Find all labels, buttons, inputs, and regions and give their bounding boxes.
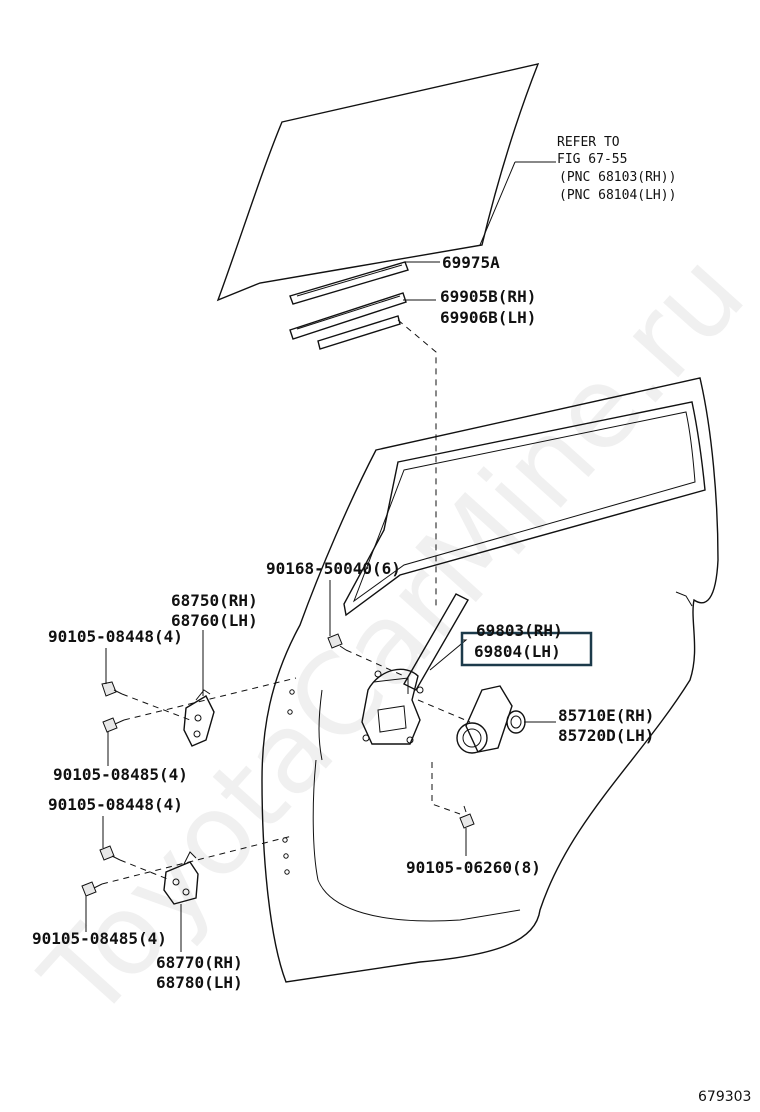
label-68780: 68780(LH) [156, 973, 243, 992]
window-regulator [361, 593, 469, 745]
label-bolt-upper-a: 90105-08448(4) [48, 627, 183, 646]
leader-lines [85, 161, 556, 952]
belt-weatherstrip [289, 292, 407, 350]
label-refer-2: FIG 67-55 [557, 152, 627, 167]
label-69975a: 69975A [442, 253, 500, 272]
label-90168: 90168-50040(6) [266, 559, 401, 578]
rear-door-panel [261, 377, 719, 983]
door-glass [216, 63, 540, 302]
label-refer-4: (PNC 68104(LH)) [559, 188, 676, 203]
label-68770: 68770(RH) [156, 953, 243, 972]
label-refer-1: REFER TO [557, 135, 620, 150]
label-bolt-lower-a: 90105-08448(4) [48, 795, 183, 814]
label-69803: 69803(RH) [476, 621, 563, 640]
highlight-box [460, 631, 593, 667]
label-85720d: 85720D(LH) [558, 726, 654, 745]
power-window-motor [456, 685, 526, 754]
label-85710e: 85710E(RH) [558, 706, 654, 725]
figure-id: 679303 [698, 1089, 751, 1105]
label-69906b: 69906B(LH) [440, 308, 536, 327]
label-bolt-motor: 90105-06260(8) [406, 858, 541, 877]
label-68760: 68760(LH) [171, 611, 258, 630]
label-bolt-lower-b: 90105-08485(4) [32, 929, 167, 948]
upper-hinge [183, 689, 215, 747]
callout-labels: REFER TO FIG 67-55 (PNC 68103(RH)) (PNC … [32, 135, 751, 1105]
label-69804: 69804(LH) [474, 642, 561, 661]
label-bolt-upper-b: 90105-08485(4) [53, 765, 188, 784]
label-refer-3: (PNC 68103(RH)) [559, 170, 676, 185]
label-69905b: 69905B(RH) [440, 287, 536, 306]
assembly-dashed-lines [101, 319, 471, 885]
label-68750: 68750(RH) [171, 591, 258, 610]
glass-run-channel [289, 261, 409, 305]
bolt-icons [81, 633, 475, 897]
